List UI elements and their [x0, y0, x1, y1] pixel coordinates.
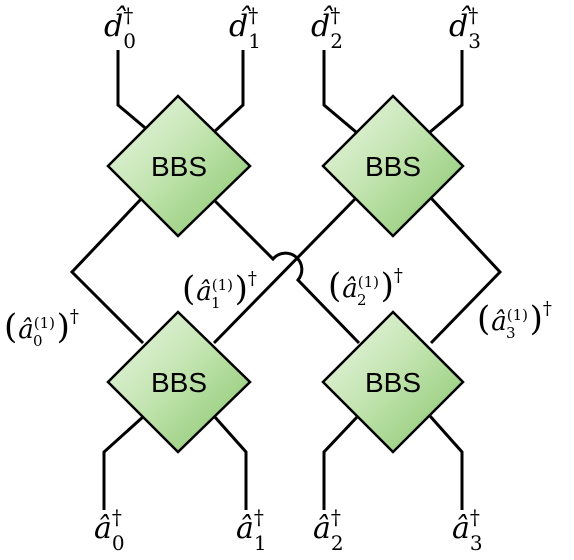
wire-out-d1 — [212, 50, 245, 134]
label-a1-1: (â(1)1)† — [182, 268, 257, 312]
bbs-label: BBS — [151, 367, 207, 398]
wire-a2-1 — [210, 196, 361, 345]
wire-in-a0 — [102, 414, 146, 510]
bbs-label: BBS — [365, 151, 421, 182]
wire-out-d3 — [429, 50, 464, 134]
label-d3: d̂†3 — [449, 3, 481, 53]
label-a0: â†0 — [94, 505, 125, 555]
label-a2: â†2 — [313, 505, 344, 555]
bbs-box — [106, 310, 252, 454]
bbs-top-left: BBS — [106, 94, 252, 238]
wire-out-d0 — [116, 50, 151, 134]
bbs-top-right: BBS — [321, 94, 465, 238]
bottom-labels: â†0 â†1 â†2 â†3 — [94, 505, 483, 555]
top-labels: d̂†0 d̂†1 d̂†2 d̂†3 — [104, 3, 481, 53]
wire-in-a1 — [212, 415, 248, 510]
label-a3-1: (â(1)3)† — [477, 298, 552, 342]
label-d2: d̂†2 — [311, 3, 343, 53]
wire-out-d2 — [322, 50, 357, 134]
label-a0-1: (â(1)0)† — [4, 306, 79, 350]
wire-a3-1 — [429, 196, 503, 345]
wires — [69, 50, 503, 510]
label-d1: d̂†1 — [229, 3, 261, 53]
bbs-label: BBS — [151, 151, 207, 182]
bbs-box — [106, 94, 252, 238]
wire-a1-1 — [212, 196, 358, 345]
label-a1: â†1 — [236, 505, 267, 555]
label-a3: â†3 — [452, 505, 483, 555]
bbs-box — [321, 310, 465, 454]
bbs-label: BBS — [365, 367, 421, 398]
wire-a0-1 — [69, 196, 145, 345]
mid-labels: (â(1)0)† (â(1)1)† (â(1)2)† (â(1)3)† — [4, 265, 552, 350]
wire-in-a2 — [322, 414, 360, 510]
bbs-box — [321, 94, 465, 238]
bbs-bottom-right: BBS — [321, 310, 465, 454]
label-d0: d̂†0 — [104, 3, 136, 53]
wire-in-a3 — [428, 415, 464, 510]
label-a2-1: (â(1)2)† — [328, 265, 403, 309]
bbs-bottom-left: BBS — [106, 310, 252, 454]
